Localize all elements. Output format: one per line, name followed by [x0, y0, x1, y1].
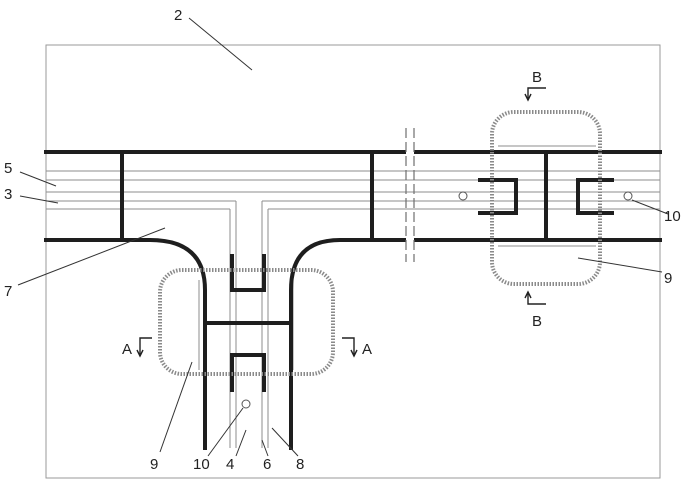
label-5: 5: [4, 160, 12, 177]
label-3: 3: [4, 186, 12, 203]
label-10-bottom: 10: [193, 456, 210, 473]
horizontal-layer-lines: [46, 170, 660, 210]
horizontal-pipe-walls: [44, 150, 662, 450]
label-10-right: 10: [664, 208, 681, 225]
lower-sealing-ring: [158, 268, 335, 376]
section-marker-b-top: [524, 87, 546, 102]
label-9-bottom: 9: [150, 456, 158, 473]
hole-bottom: [241, 399, 251, 409]
section-b-bottom-letter: B: [532, 313, 542, 330]
hole-right-a: [458, 191, 468, 201]
section-a-left-letter: A: [122, 341, 132, 358]
hole-right-b: [623, 191, 633, 201]
label-2: 2: [174, 7, 182, 24]
label-6: 6: [263, 456, 271, 473]
label-9-right: 9: [664, 270, 672, 287]
label-4: 4: [226, 456, 234, 473]
label-7: 7: [4, 283, 12, 300]
leader-lines: [17, 17, 669, 457]
pipe-break-symbol: [405, 128, 415, 262]
section-marker-b-bottom: [524, 290, 546, 305]
section-a-right-letter: A: [362, 341, 372, 358]
lower-joint: [158, 254, 335, 392]
label-8: 8: [296, 456, 304, 473]
right-sealing-ring: [490, 110, 602, 286]
section-marker-a-right: [342, 337, 358, 358]
base-plate-frame: [45, 44, 661, 479]
right-joint: [478, 110, 614, 286]
section-marker-a-left: [136, 337, 152, 358]
section-b-top-letter: B: [532, 69, 542, 86]
